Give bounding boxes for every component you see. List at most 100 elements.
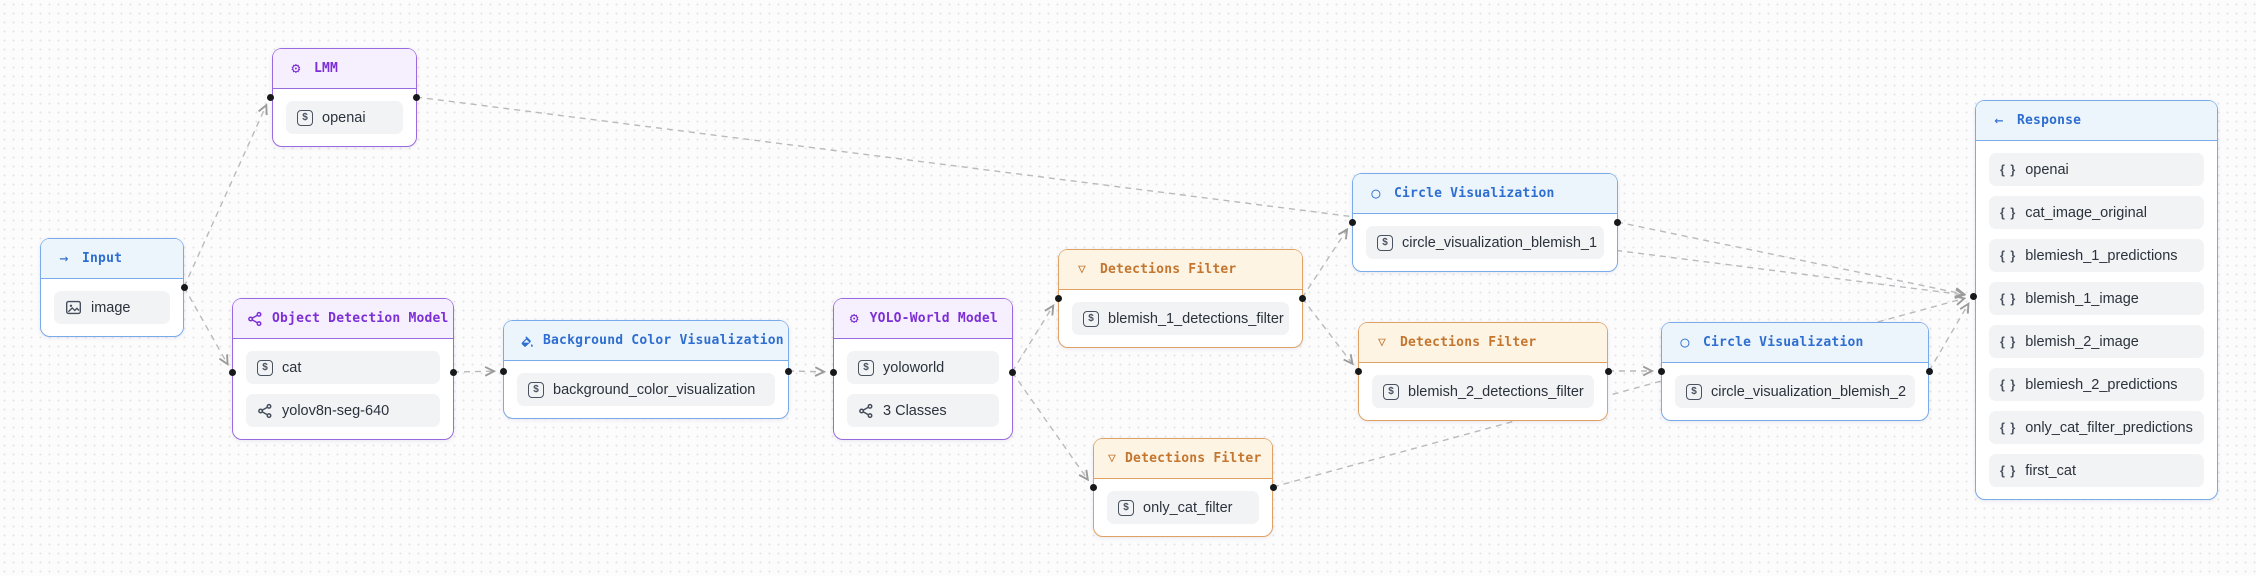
node-item[interactable]: { }blemiesh_2_predictions — [1989, 368, 2204, 401]
node-header: ⚙LMM — [273, 49, 416, 89]
port-response-left[interactable] — [1969, 292, 1977, 300]
funnel-icon: ▽ — [1377, 335, 1387, 350]
port-detections-filter-blemish-2-right[interactable] — [1604, 367, 1612, 375]
node-item[interactable]: $yoloworld — [847, 351, 999, 384]
edge-circle-visualization-blemish-1-to-response — [1616, 221, 1964, 294]
node-title: Detections Filter — [1400, 335, 1537, 350]
port-yolo-world-model-right[interactable] — [1008, 368, 1016, 376]
funnel-icon: ▽ — [1077, 262, 1087, 277]
node-item[interactable]: { }blemiesh_1_predictions — [1989, 239, 2204, 272]
node-lmm[interactable]: ⚙LMM $openai — [272, 48, 417, 147]
edge-background-color-visualization-to-yolo-world-model — [787, 371, 824, 372]
port-detections-filter-blemish-2-left[interactable] — [1354, 367, 1362, 375]
gear-icon: ⚙ — [849, 309, 859, 327]
node-background-color-visualization[interactable]: Background Color Visualization $backgroun… — [503, 320, 789, 419]
header-icon-wrap: ○ — [1367, 186, 1385, 201]
port-detections-filter-blemish-1-right[interactable] — [1298, 294, 1306, 302]
port-detections-filter-only-cat-left[interactable] — [1089, 483, 1097, 491]
network-icon — [859, 403, 873, 418]
funnel-icon: ▽ — [1108, 451, 1117, 466]
paint-bucket-icon — [521, 335, 533, 347]
node-item[interactable]: { }only_cat_filter_predictions — [1989, 411, 2204, 444]
port-circle-visualization-blemish-2-right[interactable] — [1925, 367, 1933, 375]
port-circle-visualization-blemish-2-left[interactable] — [1657, 367, 1665, 375]
item-icon-wrap: { } — [2000, 163, 2016, 177]
item-icon-wrap: { } — [2000, 335, 2016, 349]
node-item-label: only_cat_filter — [1143, 499, 1233, 516]
node-header: →Input — [41, 239, 183, 279]
node-detections-filter-only-cat[interactable]: ▽Detections Filter$only_cat_filter — [1093, 438, 1273, 537]
node-response[interactable]: ←Response{ }openai{ }cat_image_original{… — [1975, 100, 2218, 500]
header-icon-wrap: ○ — [1676, 335, 1694, 350]
node-yolo-world-model[interactable]: ⚙ YOLO-World Model $yoloworld 3 Classes — [833, 298, 1013, 440]
dollar-sign-icon: $ — [1083, 310, 1099, 327]
circle-icon: ○ — [1680, 333, 1690, 351]
port-background-color-visualization-right[interactable] — [784, 367, 792, 375]
node-item[interactable]: image — [54, 291, 170, 324]
port-lmm-left[interactable] — [266, 93, 274, 101]
node-item[interactable]: $openai — [286, 101, 403, 134]
item-icon-wrap: $ — [257, 359, 273, 376]
item-icon-wrap — [858, 403, 874, 419]
node-item[interactable]: $circle_visualization_blemish_1 — [1366, 226, 1604, 259]
node-item[interactable]: { }cat_image_original — [1989, 196, 2204, 229]
node-body: { }openai{ }cat_image_original{ }blemies… — [1976, 141, 2217, 499]
port-input-right[interactable] — [180, 283, 188, 291]
item-icon-wrap: $ — [858, 359, 874, 376]
header-icon-wrap: → — [55, 251, 73, 266]
node-title: Circle Visualization — [1394, 186, 1555, 201]
item-icon-wrap — [65, 299, 82, 316]
node-circle-visualization-blemish-2[interactable]: ○Circle Visualization $circle_visualizati… — [1661, 322, 1929, 421]
port-object-detection-model-right[interactable] — [449, 368, 457, 376]
node-item[interactable]: $circle_visualization_blemish_2 — [1675, 375, 1915, 408]
node-item[interactable]: $background_color_visualization — [517, 373, 775, 406]
node-item[interactable]: { } first_cat — [1989, 454, 2204, 487]
port-circle-visualization-blemish-1-right[interactable] — [1613, 218, 1621, 226]
edge-circle-visualization-blemish-2-to-response — [1928, 304, 1968, 372]
node-item[interactable]: { }blemish_1_image — [1989, 282, 2204, 315]
node-item[interactable]: $cat — [246, 351, 440, 384]
dollar-sign-icon: $ — [858, 359, 874, 376]
node-item-label: first_cat — [2025, 462, 2076, 479]
node-item[interactable]: { }openai — [1989, 153, 2204, 186]
arrow-right-icon: → — [59, 249, 69, 267]
node-header: ○Circle Visualization — [1662, 323, 1928, 363]
node-item[interactable]: $only_cat_filter — [1107, 491, 1259, 524]
node-item[interactable]: yolov8n-seg-640 — [246, 394, 440, 427]
image-icon — [66, 300, 81, 315]
node-item-label: cat_image_original — [2025, 204, 2147, 221]
node-title: LMM — [314, 61, 339, 76]
node-item[interactable]: { }blemish_2_image — [1989, 325, 2204, 358]
node-header: Background Color Visualization — [504, 321, 788, 361]
port-object-detection-model-left[interactable] — [228, 368, 236, 376]
item-icon-wrap: { } — [2000, 378, 2016, 392]
braces-icon: { } — [2000, 463, 2017, 478]
node-input[interactable]: →Input image — [40, 238, 184, 337]
dollar-sign-icon: $ — [297, 109, 313, 126]
item-icon-wrap — [257, 403, 273, 419]
node-body: $openai — [273, 89, 416, 146]
node-item-label: blemish_1_image — [2025, 290, 2139, 307]
node-item-label: yolov8n-seg-640 — [282, 402, 390, 419]
network-icon — [248, 311, 262, 326]
node-detections-filter-blemish-1[interactable]: ▽Detections Filter$blemish_1_detections_… — [1058, 249, 1303, 348]
node-body: $circle_visualization_blemish_2 — [1662, 363, 1928, 420]
node-item[interactable]: $blemish_1_detections_filter — [1072, 302, 1289, 335]
node-circle-visualization-blemish-1[interactable]: ○ Circle Visualization $circle_visualizati… — [1352, 173, 1618, 272]
port-detections-filter-only-cat-right[interactable] — [1269, 483, 1277, 491]
node-item[interactable]: 3 Classes — [847, 394, 999, 427]
braces-icon: { } — [2000, 377, 2017, 392]
header-icon-wrap — [247, 311, 263, 327]
port-lmm-right[interactable] — [412, 93, 420, 101]
port-background-color-visualization-left[interactable] — [499, 367, 507, 375]
node-detections-filter-blemish-2[interactable]: ▽ Detections Filter $blemish_2_detections_… — [1358, 322, 1608, 421]
item-icon-wrap: $ — [528, 381, 544, 398]
port-circle-visualization-blemish-1-left[interactable] — [1348, 218, 1356, 226]
port-detections-filter-blemish-1-left[interactable] — [1054, 294, 1062, 302]
edge-object-detection-model-to-background-color-visualization — [452, 371, 494, 372]
node-item[interactable]: $blemish_2_detections_filter — [1372, 375, 1594, 408]
port-yolo-world-model-left[interactable] — [829, 368, 837, 376]
node-title: YOLO-World Model — [869, 311, 998, 326]
